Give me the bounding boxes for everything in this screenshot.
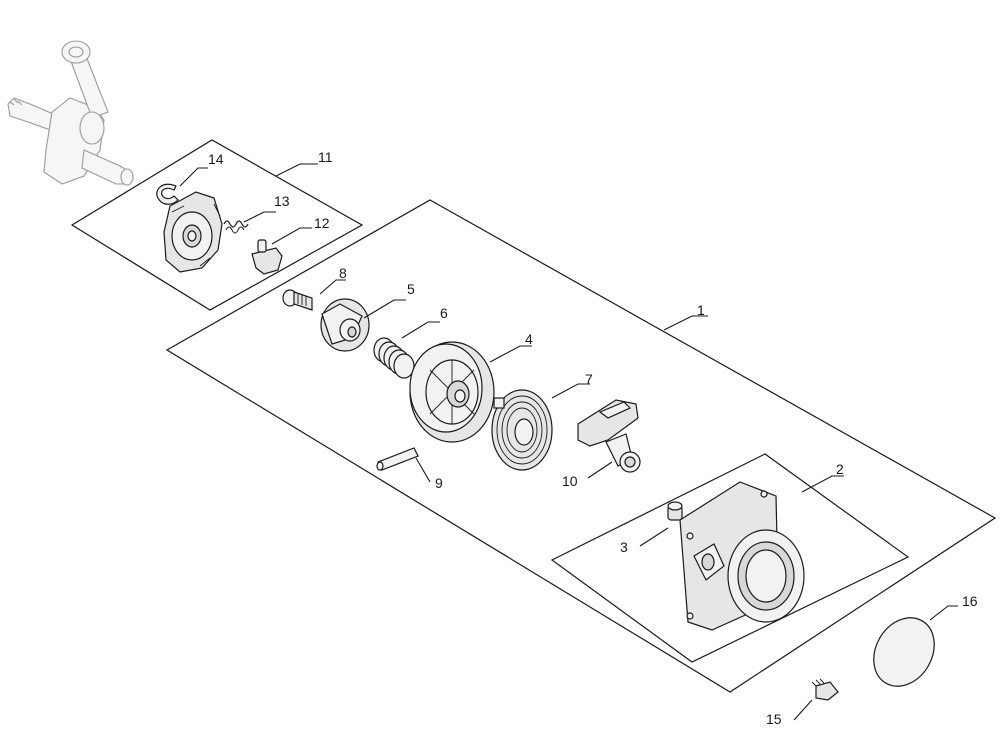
callout-8: 8 <box>339 265 347 281</box>
callout-2: 2 <box>836 461 844 477</box>
part-4-pulley <box>409 341 495 443</box>
callout-3: 3 <box>620 539 628 555</box>
callout-labels: 1 2 3 4 5 6 7 8 9 10 11 12 13 14 15 16 <box>208 149 978 727</box>
crankshaft-part <box>7 40 134 186</box>
callout-10: 10 <box>562 473 578 489</box>
callout-16: 16 <box>962 593 978 609</box>
part-15-bolt <box>811 678 839 701</box>
callout-1: 1 <box>697 302 705 318</box>
callout-9: 9 <box>435 475 443 491</box>
callout-7: 7 <box>585 371 593 387</box>
callout-12: 12 <box>314 215 330 231</box>
part-12-pawl <box>251 239 283 275</box>
callout-5: 5 <box>407 281 415 297</box>
part-16-gasket <box>873 617 935 687</box>
part-9-pin <box>376 447 419 471</box>
callout-15: 15 <box>766 711 782 727</box>
frame-assembly-11 <box>70 139 364 311</box>
part-10-starter-handle <box>577 399 641 473</box>
part-3-bushing <box>667 501 683 521</box>
callout-14: 14 <box>208 151 224 167</box>
part-13-spring <box>223 220 249 234</box>
callout-4: 4 <box>525 331 533 347</box>
callout-6: 6 <box>440 305 448 321</box>
part-6-coil-spring <box>373 337 415 379</box>
part-14-circlip <box>156 183 179 205</box>
callout-13: 13 <box>274 193 290 209</box>
part-5-drum <box>320 298 370 352</box>
callout-11: 11 <box>318 149 333 165</box>
frame-assembly-1 <box>165 199 997 693</box>
part-8-screw <box>282 289 313 311</box>
part-7-recoil-spring <box>491 389 553 471</box>
part-11-pawl-plate <box>163 191 223 273</box>
leader-lines <box>179 163 958 721</box>
part-2-starter-case <box>679 481 805 631</box>
frame-assembly-2 <box>550 453 910 663</box>
